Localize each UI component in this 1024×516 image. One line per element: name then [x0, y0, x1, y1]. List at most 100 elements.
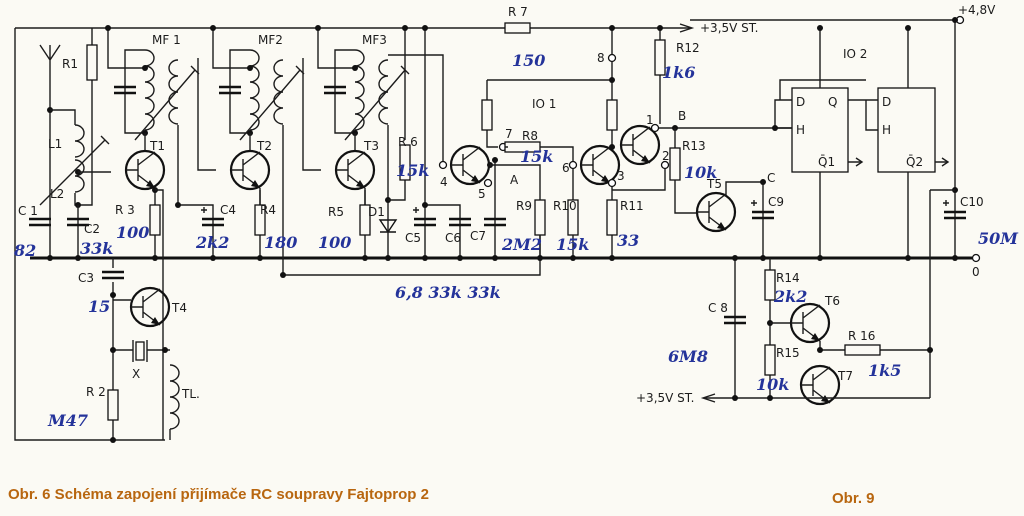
label-r2: R 2: [86, 385, 106, 399]
arrow-icon: [679, 23, 695, 33]
transistor-T1-emitter-arrow: [146, 180, 155, 188]
wire: [774, 99, 792, 129]
tuning-arrow: [134, 65, 200, 141]
label-c8: C 8: [708, 301, 728, 315]
label-c2: 33k: [80, 239, 113, 258]
label-r4: R4: [260, 203, 276, 217]
capacitor-C8: [724, 315, 746, 325]
junction-dot: [422, 202, 428, 208]
capacitor-C2: [67, 217, 89, 227]
label-r4: 180: [264, 233, 297, 252]
label-r3: R 3: [115, 203, 135, 217]
label-r6: 15k: [396, 161, 429, 180]
wire: [819, 172, 909, 258]
junction-dot: [247, 65, 253, 71]
label-nq2: Q̄2: [906, 155, 923, 169]
label-r14: R14: [776, 271, 800, 285]
terminal: [971, 253, 981, 263]
label-ground: 0: [972, 265, 980, 279]
transistor-T7-leads: [801, 366, 831, 404]
wire: [107, 28, 145, 69]
figure-number: Obr. 9: [832, 490, 875, 507]
label-c10: 50M: [978, 229, 1019, 248]
resistor-R13: [669, 147, 681, 181]
label-r16: 1k5: [868, 361, 901, 380]
wire: [387, 28, 444, 258]
junction-dot: [905, 25, 911, 31]
junction-dot: [927, 347, 933, 353]
label-r5: 100: [318, 233, 351, 252]
label-p5: 5: [478, 187, 486, 201]
label-d2: D: [882, 95, 891, 109]
label-c1: 82: [13, 241, 36, 260]
junction-dot: [142, 65, 148, 71]
transistor-T2-leads: [231, 151, 261, 189]
junction-dot: [905, 255, 911, 261]
label-c9: C9: [768, 195, 784, 209]
junction-dot: [315, 25, 321, 31]
capacitor-MF1: [114, 85, 136, 95]
label-r15: R15: [776, 346, 800, 360]
terminal: [650, 123, 660, 133]
plus-sign: [201, 207, 207, 213]
label-p7: 7: [505, 127, 513, 141]
junction-dot: [385, 255, 391, 261]
coil-TL: [169, 364, 180, 430]
transistor-T6-emitter-arrow: [811, 333, 820, 341]
resistor-R11: [606, 199, 618, 236]
coil-MF2-secondary: [273, 59, 284, 125]
junction-dot: [352, 65, 358, 71]
label-c4: 2k2: [195, 233, 229, 252]
transistor-io1-c-emitter-arrow: [641, 155, 650, 163]
label-r9: 2M2: [501, 235, 542, 254]
junction-dot: [362, 255, 368, 261]
junction-dot: [492, 255, 498, 261]
label-r6: R 6: [398, 135, 418, 149]
junction-dot: [422, 25, 428, 31]
wire: [334, 49, 355, 134]
transistor-io1-c-leads: [621, 126, 651, 164]
resistor-R4: [254, 204, 266, 236]
junction-dot: [817, 347, 823, 353]
resistor-R9: [534, 199, 546, 236]
resistor-R7: [504, 22, 531, 34]
terminal: [660, 160, 670, 170]
tuning-arrow: [344, 65, 410, 141]
transistor-T3-emitter-arrow: [356, 180, 365, 188]
transistor-T3-leads: [336, 151, 366, 189]
junction-dot: [75, 255, 81, 261]
resistor-R3: [149, 204, 161, 236]
label-t2: T2: [256, 139, 272, 153]
resistor-io1-a: [481, 99, 493, 131]
plus-sign: [943, 200, 949, 206]
label-c1: C 1: [18, 204, 38, 218]
label-p2: 2: [662, 149, 670, 163]
plus-sign: [413, 207, 419, 213]
wire: [177, 125, 214, 258]
junction-dot: [609, 77, 615, 83]
wire: [155, 189, 164, 440]
label-c6: C6: [445, 231, 461, 245]
label-h1: H: [796, 123, 805, 137]
junction-dot: [105, 25, 111, 31]
wire: [229, 49, 250, 134]
wire: [612, 169, 666, 191]
junction-dot: [402, 25, 408, 31]
figure-caption: Obr. 6 Schéma zapojení přijímače RC soup…: [8, 486, 429, 503]
capacitor-C3: [102, 270, 124, 280]
transistor-io1-a-leads: [451, 146, 481, 184]
terminal: [483, 178, 493, 188]
transistor-io1-b-emitter-arrow: [601, 175, 610, 183]
label-l2: L2: [50, 187, 64, 201]
wire: [212, 28, 250, 69]
label-mf1: MF 1: [152, 33, 181, 47]
label-d1: D1: [368, 205, 385, 219]
junction-dot: [760, 255, 766, 261]
label-r11: R11: [620, 199, 644, 213]
label-r12: R12: [676, 41, 700, 55]
label-c3: C3: [78, 271, 94, 285]
label-r8: R8: [522, 129, 538, 143]
transistor-T4-emitter-arrow: [151, 317, 160, 325]
label-r10: 15k: [556, 235, 589, 254]
